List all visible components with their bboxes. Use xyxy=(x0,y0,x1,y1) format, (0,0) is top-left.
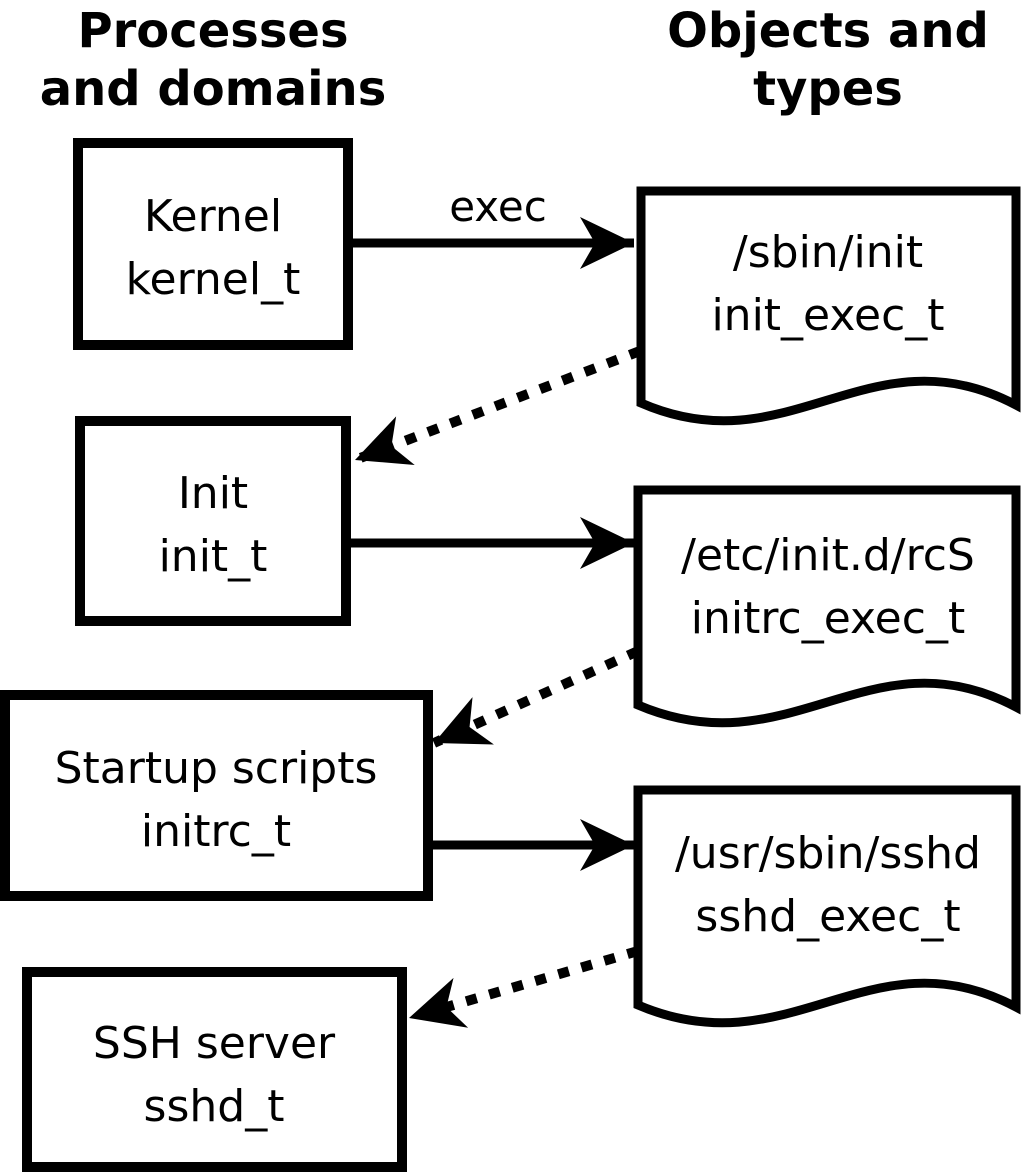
process-box-init: Init init_t xyxy=(75,416,351,626)
process-box-rect xyxy=(73,138,353,350)
transition-arrow-sshd-to-sshd-domain xyxy=(407,946,640,1028)
process-box-rect xyxy=(75,416,351,626)
object-path-label: /sbin/init xyxy=(733,227,923,278)
transition-arrows xyxy=(353,346,642,1028)
left-column-header-line1: Processes xyxy=(77,3,348,59)
document-shape xyxy=(633,485,1021,728)
object-doc-usr-sbin-sshd: /usr/sbin/sshd sshd_exec_t xyxy=(633,785,1021,1028)
process-box-kernel: Kernel kernel_t xyxy=(73,138,353,350)
column-headers: Processes and domains Objects and types xyxy=(40,3,989,117)
process-type-label: sshd_t xyxy=(144,1081,285,1132)
object-type-label: initrc_exec_t xyxy=(691,593,965,644)
exec-arrows: exec xyxy=(348,182,634,871)
document-shape xyxy=(636,186,1021,426)
document-shape xyxy=(633,785,1021,1028)
process-box-rect xyxy=(0,690,433,901)
right-column-header-line1: Objects and xyxy=(667,3,989,59)
process-name-label: Init xyxy=(178,468,248,519)
process-box-startup-scripts: Startup scripts initrc_t xyxy=(0,690,433,901)
transition-arrow-rcs-to-initrc-domain xyxy=(431,646,641,748)
object-type-label: init_exec_t xyxy=(711,290,944,341)
exec-arrow-label: exec xyxy=(449,182,547,231)
process-box-rect xyxy=(22,967,407,1172)
left-column-header-line2: and domains xyxy=(40,61,387,117)
process-type-label: init_t xyxy=(159,531,268,582)
object-doc-etc-initd-rcs: /etc/init.d/rcS initrc_exec_t xyxy=(633,485,1021,728)
process-name-label: Kernel xyxy=(144,191,282,242)
process-box-ssh-server: SSH server sshd_t xyxy=(22,967,407,1172)
process-name-label: SSH server xyxy=(93,1018,336,1069)
process-name-label: Startup scripts xyxy=(55,743,378,794)
process-type-label: kernel_t xyxy=(126,254,301,305)
object-path-label: /etc/init.d/rcS xyxy=(681,530,975,581)
right-column-header-line2: types xyxy=(753,61,903,117)
object-doc-sbin-init: /sbin/init init_exec_t xyxy=(636,186,1021,426)
object-type-label: sshd_exec_t xyxy=(695,891,960,942)
process-type-label: initrc_t xyxy=(141,806,291,857)
object-path-label: /usr/sbin/sshd xyxy=(675,828,981,879)
transition-arrow-sbin-init-to-init-domain xyxy=(353,346,642,465)
